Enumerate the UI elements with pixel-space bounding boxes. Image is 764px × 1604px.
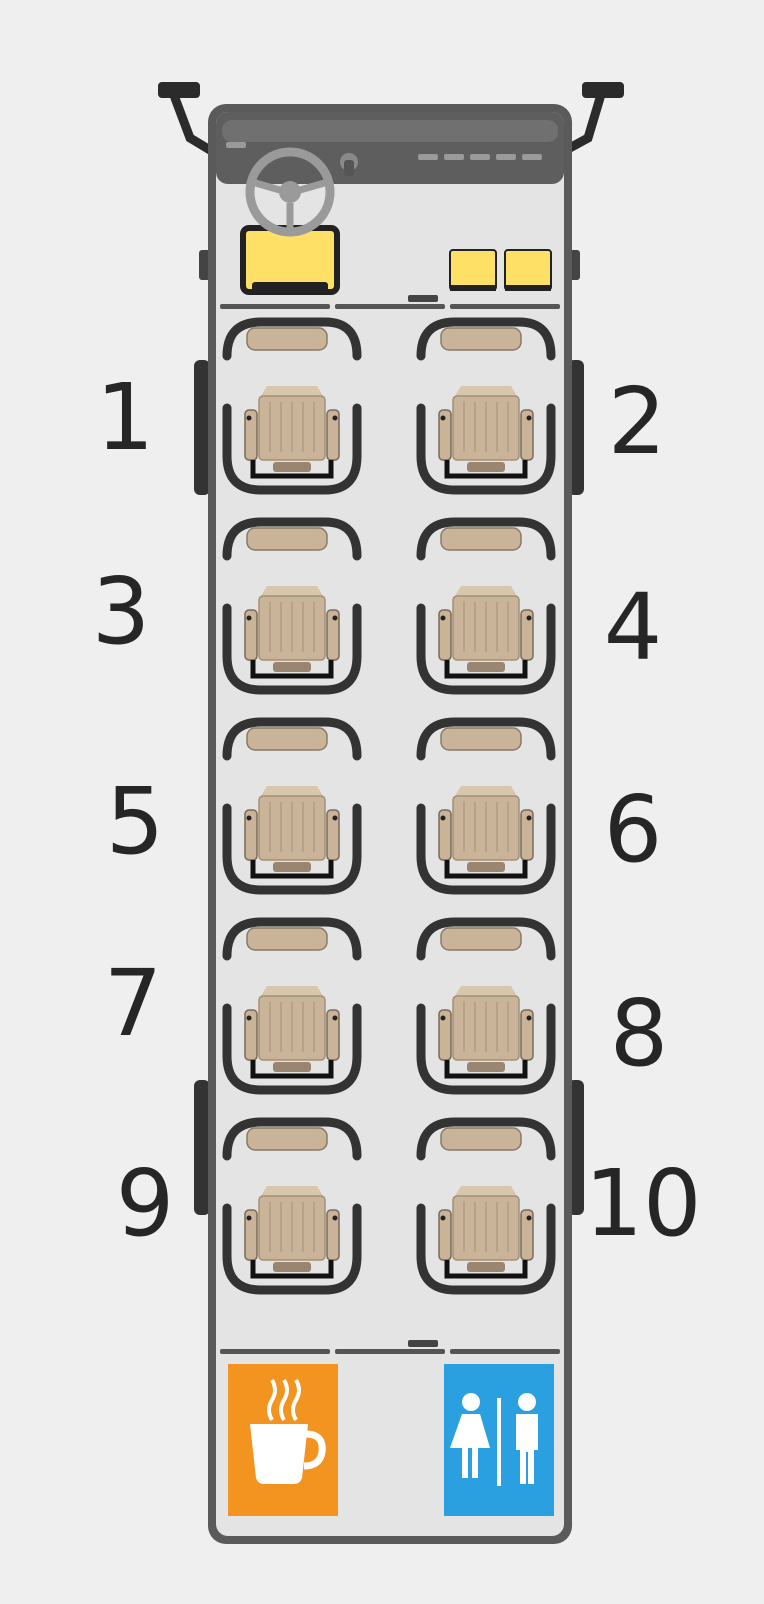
left-door-1	[194, 360, 210, 495]
seat-number-3: 3	[91, 558, 151, 665]
seat-10[interactable]	[416, 1117, 556, 1295]
seat-8[interactable]	[416, 917, 556, 1095]
seat-7[interactable]	[222, 917, 362, 1095]
seat-number-5: 5	[105, 768, 165, 875]
seat-number-9: 9	[115, 1150, 175, 1257]
seat-2[interactable]	[416, 317, 556, 495]
seat-number-10: 10	[584, 1150, 702, 1257]
seats-layer	[222, 317, 556, 1295]
seat-3[interactable]	[222, 517, 362, 695]
seat-4[interactable]	[416, 517, 556, 695]
seat-number-8: 8	[609, 980, 669, 1087]
seat-9[interactable]	[222, 1117, 362, 1295]
driver-seat	[240, 225, 340, 295]
seat-number-7: 7	[103, 950, 163, 1057]
coffee-cup-icon	[250, 1378, 326, 1484]
seat-number-1: 1	[95, 364, 155, 471]
guide-seat-1	[449, 249, 497, 291]
seat-number-2: 2	[607, 368, 667, 475]
seat-number-4: 4	[603, 574, 663, 681]
left-mirror	[158, 82, 215, 155]
left-door-2	[194, 1080, 210, 1215]
front-partition	[220, 295, 560, 309]
rear-partition	[220, 1340, 560, 1354]
dashboard	[216, 112, 564, 184]
restroom-icon	[450, 1393, 538, 1486]
right-mirror	[561, 82, 624, 155]
seat-1[interactable]	[222, 317, 362, 495]
seat-number-6: 6	[603, 776, 663, 883]
seat-5[interactable]	[222, 717, 362, 895]
seat-6[interactable]	[416, 717, 556, 895]
steering-wheel-icon	[245, 147, 335, 237]
guide-seat-2	[504, 249, 552, 291]
